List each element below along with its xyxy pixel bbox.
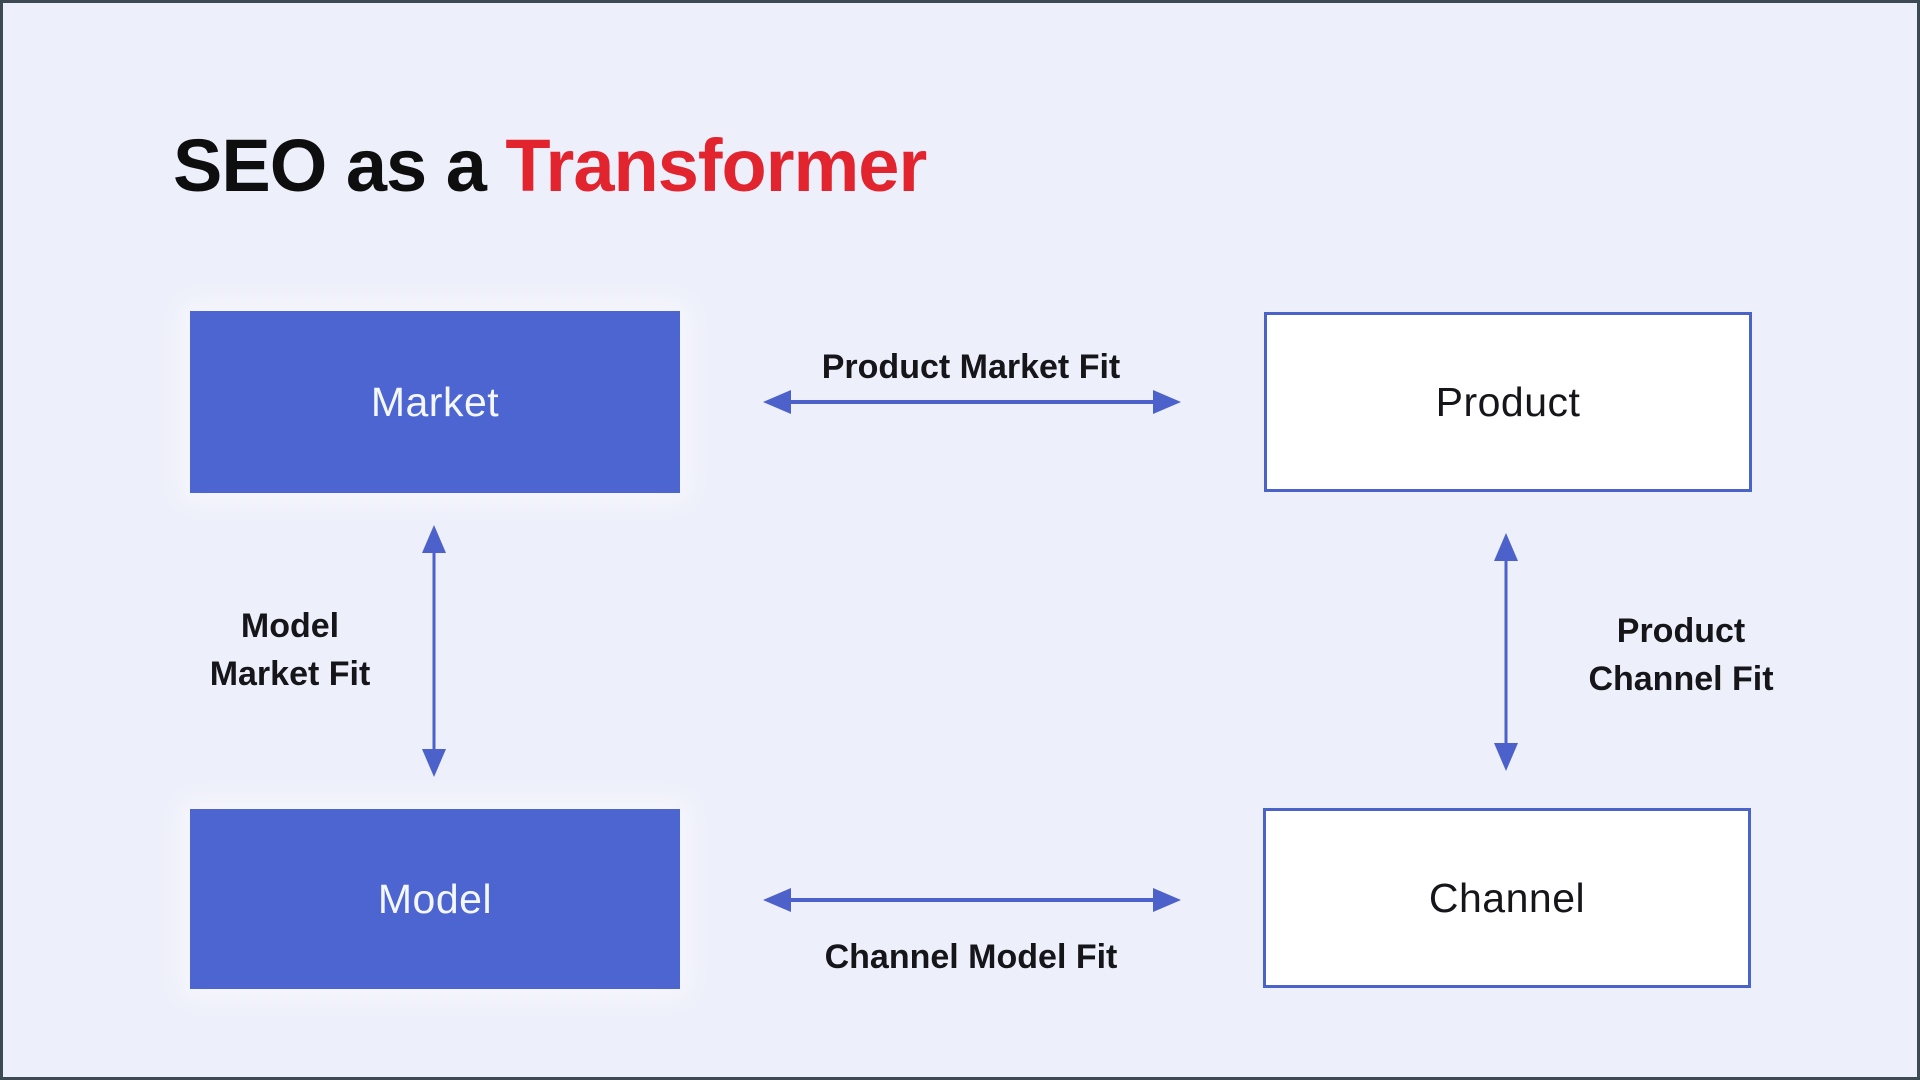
node-market-label: Market	[370, 378, 500, 425]
product-channel-fit-label: Product Channel Fit	[1531, 607, 1831, 703]
node-model: Model	[190, 809, 680, 989]
model-market-fit-label: Model Market Fit	[140, 602, 440, 698]
model-market-fit-line1: Model	[240, 607, 340, 645]
product-market-fit-arrow	[763, 390, 1181, 414]
product-market-fit-label: Product Market Fit	[821, 348, 1121, 386]
node-product: Product	[1264, 312, 1752, 492]
model-market-fit-line2: Market Fit	[209, 655, 371, 693]
title-prefix: SEO as a	[173, 124, 506, 207]
node-channel-label: Channel	[1428, 874, 1586, 921]
node-channel: Channel	[1263, 808, 1751, 988]
node-market: Market	[190, 311, 680, 493]
channel-model-fit-label: Channel Model Fit	[824, 938, 1118, 976]
product-channel-fit-line1: Product	[1616, 612, 1746, 650]
node-model-label: Model	[377, 875, 493, 922]
title-highlight: Transformer	[505, 124, 927, 207]
channel-model-fit-arrow	[763, 888, 1181, 912]
product-channel-fit-arrow	[1494, 533, 1518, 771]
page-title: SEO as a Transformer	[173, 123, 927, 208]
node-product-label: Product	[1435, 378, 1581, 425]
product-channel-fit-line2: Channel Fit	[1588, 660, 1774, 698]
